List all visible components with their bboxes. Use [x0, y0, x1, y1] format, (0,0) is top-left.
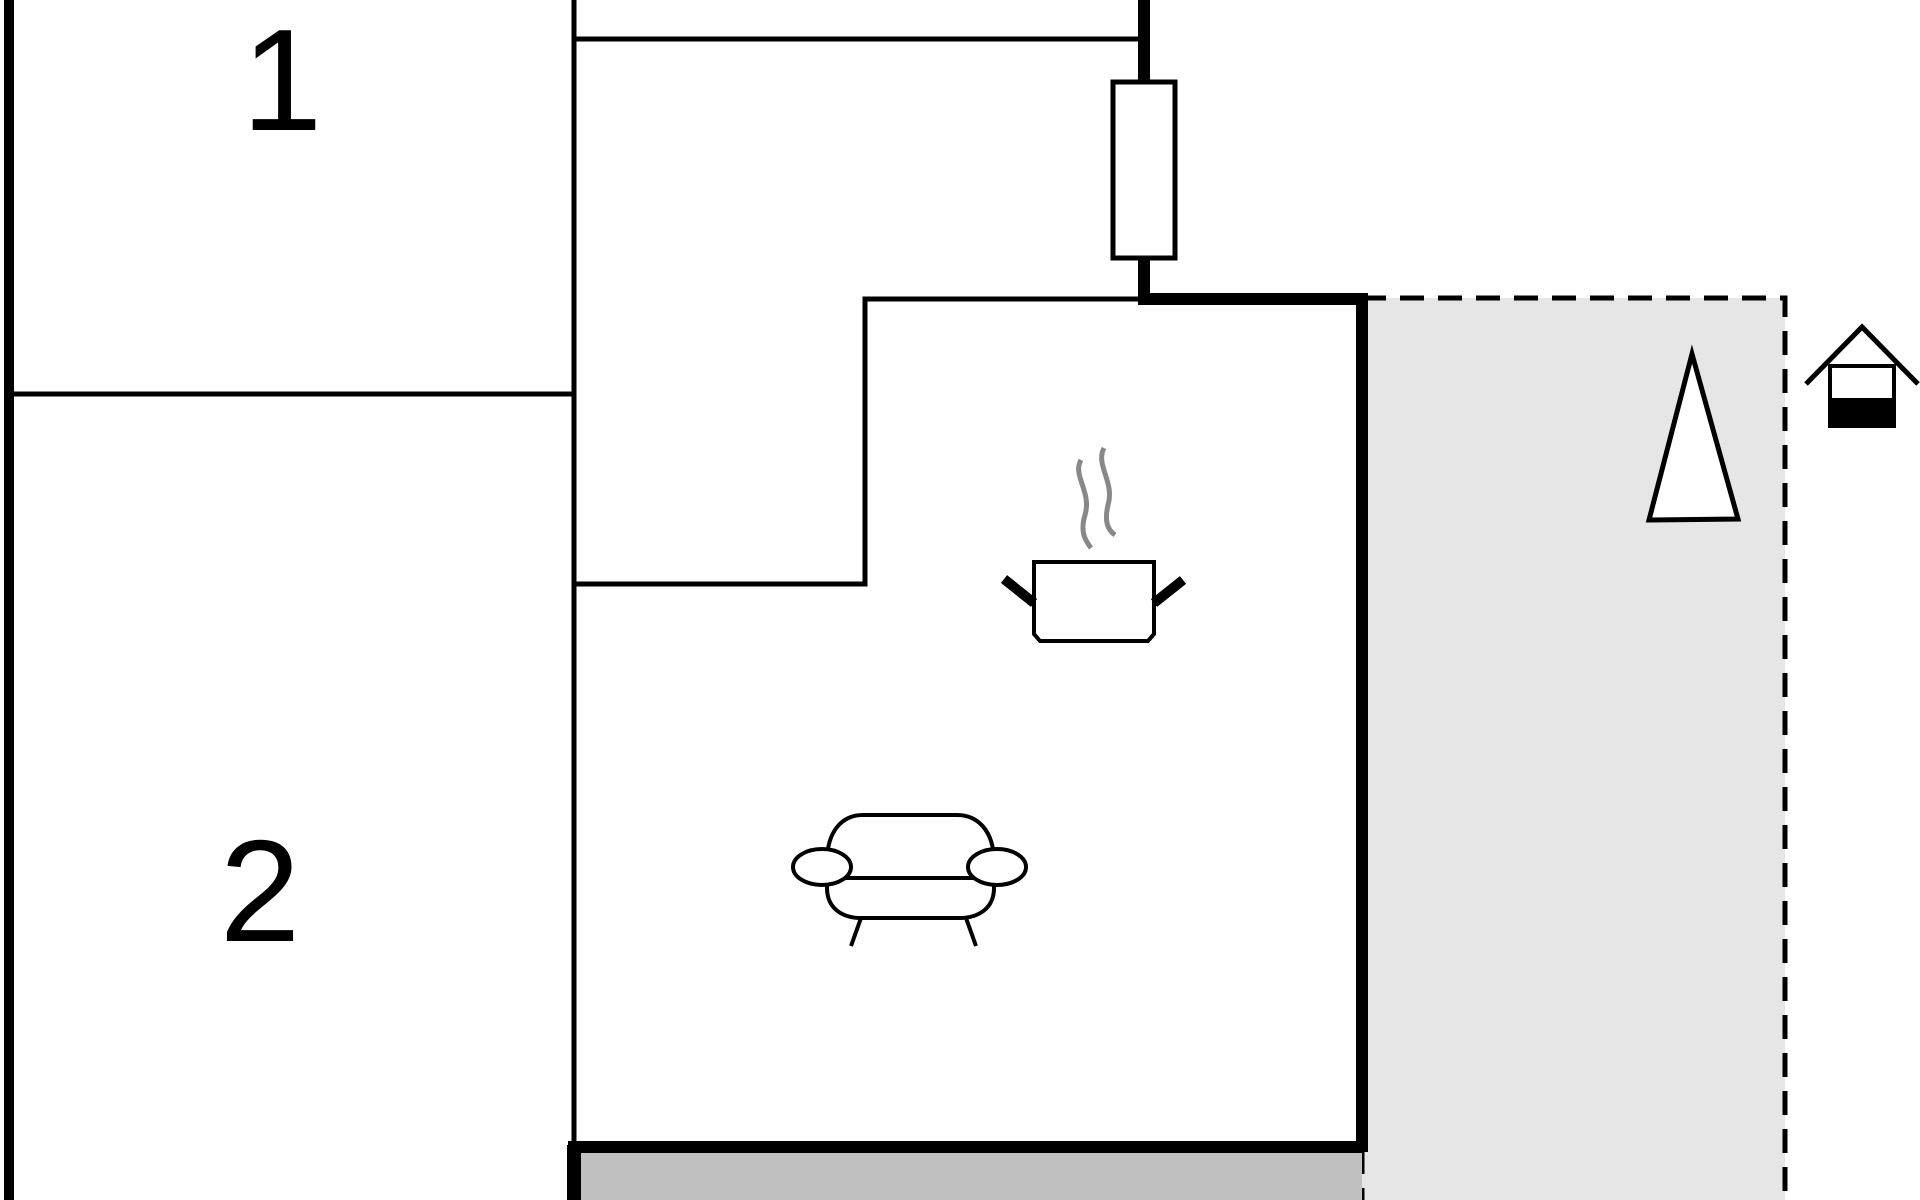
room-number-2: 2 — [220, 810, 301, 972]
outer-wall-living — [1138, 293, 1368, 1152]
door — [1110, 79, 1178, 261]
terrace-area — [1362, 298, 1785, 1200]
cooking-pot-icon — [1000, 446, 1187, 643]
room-number-1: 1 — [242, 0, 323, 161]
house-entrance-icon — [1804, 323, 1920, 428]
sofa-icon — [791, 813, 1028, 947]
balcony-area — [576, 1148, 1362, 1200]
wall-corridor-step — [574, 296, 1144, 587]
north-arrow-icon — [1645, 344, 1742, 523]
